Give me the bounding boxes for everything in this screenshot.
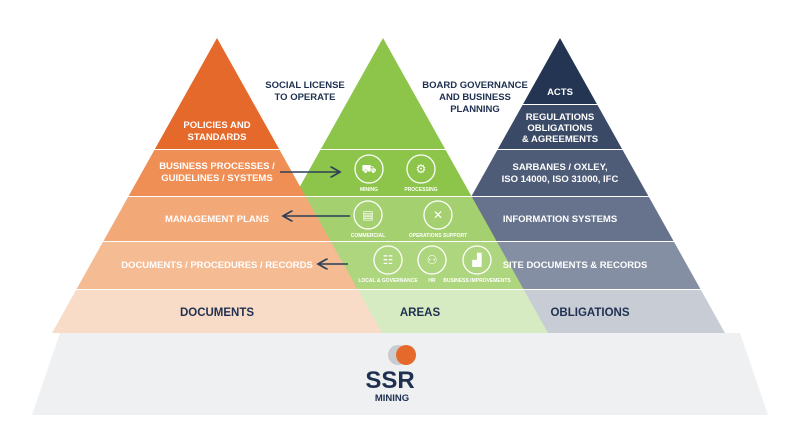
svg-text:BUSINESS IMPROVEMENTS: BUSINESS IMPROVEMENTS xyxy=(443,278,511,284)
svg-text:⚇: ⚇ xyxy=(427,253,438,267)
svg-text:PROCESSING: PROCESSING xyxy=(404,187,437,193)
svg-text:☷: ☷ xyxy=(383,253,394,267)
svg-text:OPERATIONS SUPPORT: OPERATIONS SUPPORT xyxy=(409,233,467,239)
people-icon: ⚇ HR xyxy=(417,245,447,284)
level-management-plans: MANAGEMENT PLANS xyxy=(165,214,269,225)
svg-text:⚙: ⚙ xyxy=(416,162,427,176)
level-documents-procedures: DOCUMENTS / PROCEDURES / RECORDS xyxy=(121,260,313,271)
svg-text:▤: ▤ xyxy=(362,208,373,222)
level-site-documents: SITE DOCUMENTS & RECORDS xyxy=(503,260,648,271)
level-business-processes: BUSINESS PROCESSES /GUIDELINES / SYSTEMS xyxy=(159,161,275,184)
base-label-obligations: OBLIGATIONS xyxy=(550,307,629,319)
svg-text:LOCAL & GOVERNANCE: LOCAL & GOVERNANCE xyxy=(358,278,418,284)
svg-text:HR: HR xyxy=(428,278,436,284)
level-information-systems: INFORMATION SYSTEMS xyxy=(503,214,617,225)
base-label-areas: AREAS xyxy=(400,307,441,319)
svg-text:COMMERCIAL: COMMERCIAL xyxy=(351,233,385,239)
svg-text:MINING: MINING xyxy=(360,187,378,193)
tools-icon: ✕ OPERATIONS SUPPORT xyxy=(409,200,467,239)
base-platform xyxy=(32,333,768,415)
base-label-documents: DOCUMENTS xyxy=(180,307,254,319)
mining-truck-icon: ⛟ MINING xyxy=(354,154,384,193)
svg-text:▟: ▟ xyxy=(471,252,482,267)
level-sarbanes: SARBANES / OXLEY,ISO 14000, ISO 31000, I… xyxy=(502,162,619,185)
commercial-documents-icon: ▤ COMMERCIAL xyxy=(351,200,385,239)
ssr-mining-logo: SSR MINING xyxy=(365,345,416,404)
svg-text:⛟: ⛟ xyxy=(361,162,376,176)
svg-text:MINING: MINING xyxy=(375,393,409,404)
svg-text:✕: ✕ xyxy=(433,208,443,222)
governance-icon: ☷ LOCAL & GOVERNANCE xyxy=(358,245,418,284)
level-acts: ACTS xyxy=(547,87,573,98)
growth-chart-icon: ▟ BUSINESS IMPROVEMENTS xyxy=(443,245,511,284)
svg-text:SSR: SSR xyxy=(365,367,414,394)
processing-plant-icon: ⚙ PROCESSING xyxy=(404,154,438,193)
